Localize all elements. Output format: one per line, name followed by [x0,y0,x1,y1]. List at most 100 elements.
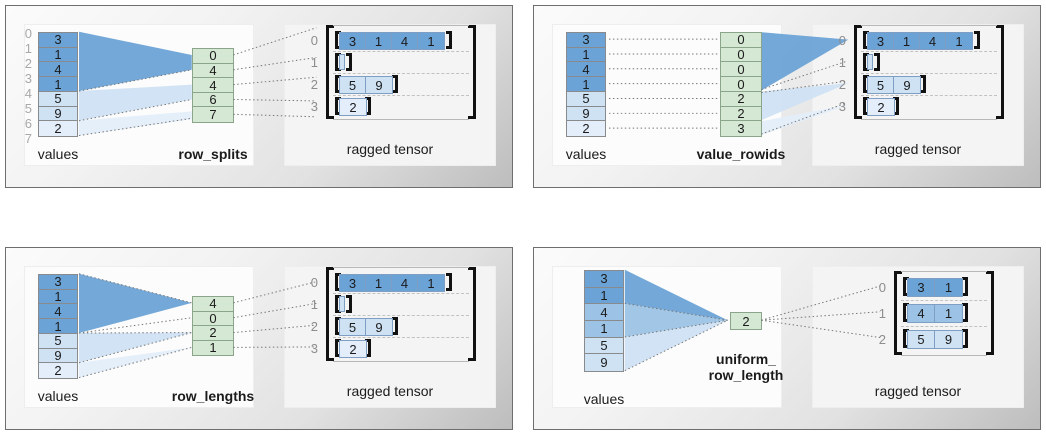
ragged-row-separator [333,293,469,294]
encoding-cell: 3 [721,121,761,137]
value-cell: 1 [39,77,77,92]
ragged-cell: 4 [920,33,946,49]
ragged-row-separator [333,337,469,338]
value-cell: 2 [39,121,77,137]
ragged-outer-bracket-left [894,271,902,355]
value-cell: 4 [39,62,77,78]
ragged-box-bottom-rail [861,119,997,120]
ragged-cell: 1 [418,275,444,291]
ragged-cell: 2 [340,99,366,115]
encoding-cell: 4 [193,78,233,93]
value-index-label: 4 [24,86,32,101]
ragged-cell: 4 [392,275,418,291]
encoding-caption: row_lengths [171,388,255,404]
value-cell: 1 [39,47,77,63]
value-cell: 5 [585,337,623,355]
ragged-cell: 1 [418,33,444,49]
ragged-cell: 9 [366,77,392,93]
ragged-cell: 9 [894,77,920,93]
ragged-cell: 1 [946,33,972,49]
ragged-cell: 4 [908,305,935,322]
ragged-row-index: 1 [838,55,846,70]
value-cell: 9 [39,348,77,364]
ragged-row-separator [333,51,469,52]
value-cell: 4 [39,304,77,320]
value-cell: 3 [39,33,77,48]
ragged-row-cells: 2 [339,340,367,358]
ragged-row-cells: 2 [339,98,367,116]
ragged-row-index: 1 [310,55,318,70]
value-index-label: 5 [24,101,32,116]
ragged-cell: 9 [366,319,392,335]
ragged-cell: 3 [868,33,894,49]
ragged-row-separator [861,51,997,52]
ragged-empty-row-cell [867,54,873,70]
ragged-box-top-rail [333,25,469,26]
value-cell: 1 [39,319,77,334]
ragged-row-cells: 2 [867,98,895,116]
ragged-cell: 5 [340,77,366,93]
ragged-row-index: 3 [838,99,846,114]
value-cell: 9 [39,106,77,122]
ragged-row-separator [901,299,987,301]
ragged-cell: 3 [340,275,366,291]
value-index-label: 6 [24,116,32,131]
value-cell: 5 [567,91,605,107]
encoding-caption-line2: row_length [708,366,784,383]
value-cell: 4 [585,304,623,322]
ragged-row-separator [901,325,987,327]
values-caption: values [37,146,79,162]
ragged-row-index: 2 [310,77,318,92]
ragged-row-separator [333,73,469,74]
value-cell: 3 [39,275,77,290]
ragged-cell: 9 [935,331,962,348]
value-cell: 3 [585,271,623,288]
uniform-row-length-box: 2 [730,312,762,330]
ragged-tensor-caption: ragged tensor [874,383,962,399]
ragged-cell: 5 [868,77,894,93]
encoding-cell: 0 [193,49,233,64]
encoding-cell: 0 [721,47,761,63]
encoding-caption: value_rowids [696,146,786,162]
value-cell: 2 [567,121,605,137]
value-index-label: 1 [24,41,32,56]
ragged-outer-bracket-left [326,25,334,119]
value-cell: 1 [39,289,77,305]
ragged-cell: 1 [935,279,962,296]
ragged-row-index: 3 [310,341,318,356]
ragged-outer-bracket-left [326,267,334,361]
values-caption: values [565,146,607,162]
value-cell: 1 [567,77,605,92]
ragged-cell: 1 [894,33,920,49]
ragged-row-index: 0 [838,33,846,48]
ragged-row-index: 0 [878,279,886,295]
ragged-row-index: 2 [878,331,886,347]
ragged-outer-bracket-right [986,271,994,355]
value-index-label: 7 [24,131,32,146]
encoding-cell: 6 [193,92,233,108]
ragged-box-bottom-rail [333,361,469,362]
encoding-caption: row_splits [178,146,248,162]
ragged-outer-bracket-right [996,25,1004,119]
value-cell: 3 [567,33,605,48]
value-cell: 9 [585,354,623,372]
ragged-cell: 1 [366,33,392,49]
ragged-cell: 5 [340,319,366,335]
ragged-cell: 1 [935,305,962,322]
ragged-row-index: 0 [310,33,318,48]
ragged-row-separator [333,95,469,96]
value-cell: 5 [39,91,77,107]
ragged-box-top-rail [333,267,469,268]
